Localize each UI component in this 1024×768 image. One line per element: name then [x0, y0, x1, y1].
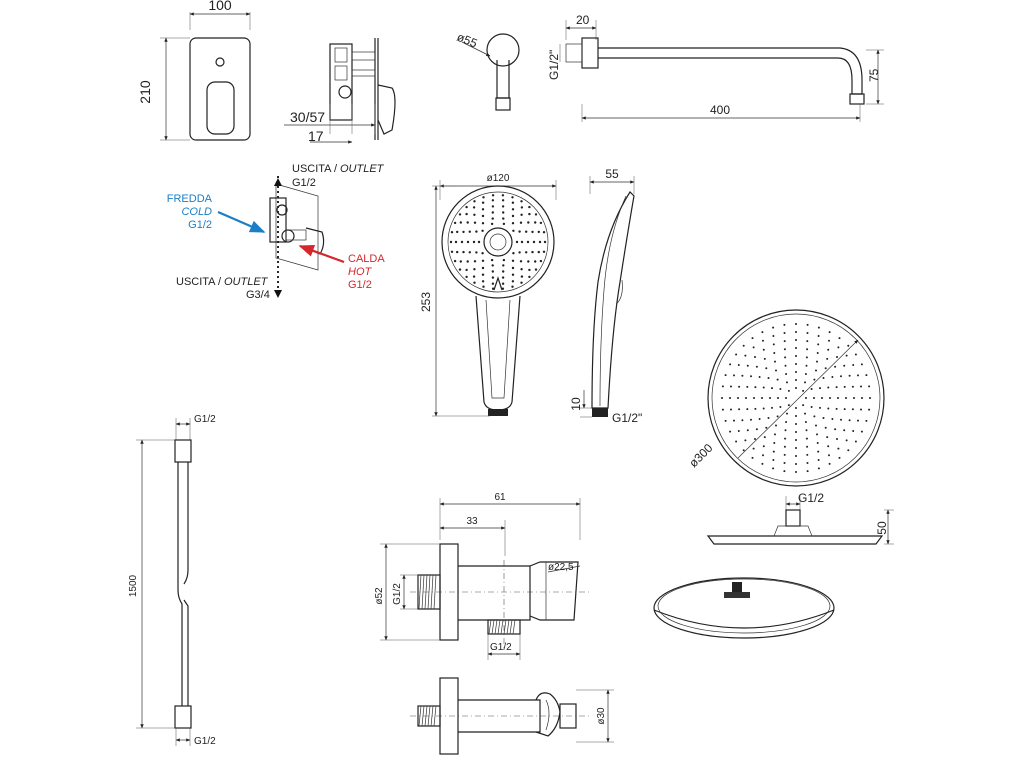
head-shower-nozzles	[721, 323, 871, 473]
outlet-holder-diameter-label: ø22,5	[548, 562, 574, 573]
wall-outlet-side-view: ø30	[410, 677, 614, 755]
hot-label-en: HOT	[348, 266, 373, 278]
head-shower-perspective	[653, 577, 835, 639]
arm-flange-thickness-label: 20	[576, 13, 590, 27]
outlet-overall-label: 61	[494, 492, 506, 503]
mixer-front-view: 100 210	[137, 0, 251, 141]
hose-drawing: G1/2 G1/2 1500	[128, 414, 216, 747]
arm-side-view: ø55	[455, 30, 520, 111]
hose-thread-bottom-label: G1/2	[194, 736, 216, 747]
head-shower-top-view: ø300	[686, 309, 885, 487]
head-shower-side-view: G1/2 50	[706, 491, 894, 545]
arm-length-label: 400	[710, 103, 730, 117]
mixer-offset-label: 17	[308, 128, 324, 144]
outlet-thread-in-label: G1/2	[392, 583, 403, 605]
connection-diagram: USCITA / OUTLET G1/2 FREDDA COLD G1/2 CA…	[167, 163, 386, 301]
arm-thread-label: G1/2"	[547, 50, 561, 80]
outlet-bottom-label-en: OUTLET	[224, 276, 269, 288]
outlet-bottom-size: G3/4	[246, 289, 270, 301]
wall-outlet-drawing: 61 33 ø22,5 ø52 G1/2 G1/2	[374, 492, 590, 660]
mixer-width-label: 100	[208, 0, 232, 13]
cold-label-it: FREDDA	[167, 193, 213, 205]
head-shower-thread-label: G1/2	[798, 491, 824, 505]
outlet-thread-out-label: G1/2	[490, 642, 512, 653]
hot-size: G1/2	[348, 279, 372, 291]
hand-shower-side-view: 55 10 G1/2"	[569, 167, 642, 425]
outlet-top-label-en: OUTLET	[340, 163, 385, 175]
hand-shower-nozzles	[449, 194, 547, 290]
head-shower-diameter-label: ø300	[686, 441, 715, 470]
hand-shower-depth-label: 55	[605, 167, 619, 181]
hand-shower-front-view: ø120 253	[419, 173, 557, 417]
arm-front-view: 20 G1/2" 75 400	[547, 13, 884, 122]
bracket-diameter-label: ø30	[596, 707, 607, 725]
arm-drop-label: 75	[867, 68, 881, 82]
outlet-bottom-label-it: USCITA /	[176, 276, 222, 288]
mixer-depth-label: 30/57	[290, 109, 325, 125]
hand-shower-diameter-label: ø120	[487, 173, 510, 184]
cold-label-en: COLD	[181, 206, 212, 218]
mixer-side-view: 30/57 17	[284, 38, 396, 144]
outlet-top-label-it: USCITA /	[292, 163, 338, 175]
outlet-top-size: G1/2	[292, 177, 316, 189]
flange-diameter-label: ø55	[455, 30, 480, 51]
hand-shower-length-label: 253	[419, 292, 433, 312]
hand-shower-thread-label: G1/2"	[612, 411, 642, 425]
cold-size: G1/2	[188, 219, 212, 231]
hand-shower-thread-length-label: 10	[569, 397, 583, 411]
outlet-body-label: 33	[466, 516, 478, 527]
mixer-height-label: 210	[137, 80, 153, 104]
outlet-flange-diameter-label: ø52	[374, 587, 385, 605]
hose-thread-top-label: G1/2	[194, 414, 216, 425]
hose-length-label: 1500	[128, 574, 139, 597]
hot-label-it: CALDA	[348, 253, 385, 265]
head-shower-height-label: 50	[875, 521, 889, 535]
